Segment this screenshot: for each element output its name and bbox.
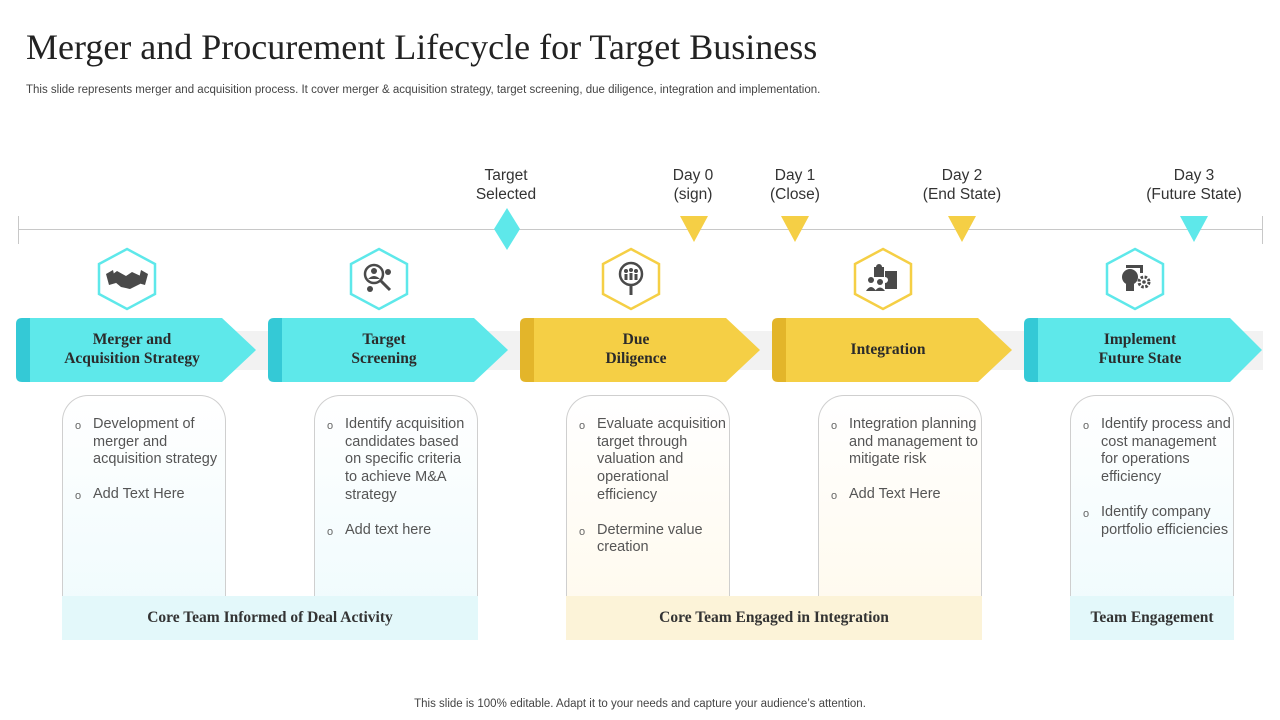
stage-label: Integration [850, 340, 926, 358]
stage-label: Merger and Acquisition Strategy [64, 331, 200, 367]
list-item: o Add text here [327, 522, 475, 540]
milestone-line2: (Close) [770, 186, 820, 203]
triangle-marker-icon [680, 216, 708, 242]
milestone-line1: Day 1 [774, 167, 816, 184]
list-item: o Development of merger and acquisition s… [75, 416, 223, 469]
list-item: o Identify company portfolio efficiencies [1083, 504, 1231, 539]
milestone-line1: Day 2 [941, 167, 983, 184]
bullet-text: Integration planning and management to m… [849, 416, 978, 468]
stage-card-implement-future-state: o Identify process and cost management fo… [1070, 395, 1234, 610]
stage-label: Due Diligence [605, 331, 667, 367]
triangle-marker-icon [1180, 216, 1208, 242]
list-item: o Integration planning and management to … [831, 416, 979, 469]
people-search-icon [348, 247, 410, 311]
bullet-text: Add text here [345, 521, 432, 538]
diamond-marker-icon [494, 208, 520, 250]
bullet-icon: o [831, 490, 838, 503]
bullet-text: Add Text Here [93, 486, 185, 503]
milestone-day-3: Day 3 (Future State) [1134, 166, 1254, 204]
bullet-icon: o [327, 525, 334, 538]
puzzle-team-icon [852, 247, 914, 311]
milestone-line1: Target [484, 167, 528, 184]
list-item: o Add Text Here [831, 486, 979, 504]
team-bar-deal-activity: Core Team Informed of Deal Activity [62, 596, 478, 640]
bullet-text: Evaluate acquisition target through valu… [597, 416, 726, 503]
milestone-day-1: Day 1 (Close) [735, 166, 855, 204]
bullet-icon: o [579, 525, 586, 538]
triangle-marker-icon [948, 216, 976, 242]
stage-card-merger-strategy: o Development of merger and acquisition s… [62, 395, 226, 610]
milestone-day-2: Day 2 (End State) [902, 166, 1022, 204]
lightbulb-gear-icon [1104, 247, 1166, 311]
stage-due-diligence: Due Diligence [520, 316, 760, 386]
stage-card-target-screening: o Identify acquisition candidates based o… [314, 395, 478, 610]
team-bar-engagement: Team Engagement [1070, 596, 1234, 640]
team-bar-integration: Core Team Engaged in Integration [566, 596, 982, 640]
bullet-icon: o [1083, 507, 1090, 520]
bullet-icon: o [579, 420, 586, 432]
list-item: o Determine value creation [579, 522, 727, 557]
page-title: Merger and Procurement Lifecycle for Tar… [26, 27, 818, 67]
milestone-line2: (End State) [922, 186, 1002, 203]
stage-integration: Integration [772, 316, 1012, 386]
list-item: o Add Text Here [75, 486, 223, 504]
page-subtitle: This slide represents merger and acquisi… [26, 84, 821, 96]
magnifier-people-icon [600, 247, 662, 311]
milestone-line2: (sign) [673, 186, 713, 203]
milestone-line2: (Future State) [1146, 186, 1242, 203]
list-item: o Identify acquisition candidates based o… [327, 416, 475, 505]
handshake-icon [96, 247, 158, 311]
timeline-end-tick [1262, 216, 1263, 244]
milestone-line1: Day 3 [1173, 167, 1215, 184]
bullet-text: Determine value creation [597, 521, 703, 556]
triangle-marker-icon [781, 216, 809, 242]
timeline-start-tick [18, 216, 19, 244]
stage-merger-strategy: Merger and Acquisition Strategy [16, 316, 256, 386]
bullet-text: Development of merger and acquisition st… [93, 416, 218, 468]
stage-label: Implement Future State [1098, 331, 1182, 367]
stage-card-integration: o Integration planning and management to … [818, 395, 982, 610]
bullet-icon: o [75, 420, 82, 432]
bullet-text: Add Text Here [849, 486, 941, 503]
stage-card-due-diligence: o Evaluate acquisition target through val… [566, 395, 730, 610]
milestone-target-selected: Target Selected [446, 166, 566, 204]
stage-target-screening: Target Screening [268, 316, 508, 386]
bullet-icon: o [327, 420, 334, 432]
milestone-day-0: Day 0 (sign) [633, 166, 753, 204]
bullet-icon: o [831, 420, 838, 432]
bullet-text: Identify company portfolio efficiencies [1101, 503, 1229, 538]
stage-label: Target Screening [351, 331, 417, 367]
bullet-icon: o [75, 490, 82, 503]
list-item: o Identify process and cost management fo… [1083, 416, 1231, 487]
bullet-icon: o [1083, 420, 1090, 432]
bullet-text: Identify process and cost management for… [1101, 416, 1231, 486]
milestone-line1: Day 0 [672, 167, 714, 184]
footer-note: This slide is 100% editable. Adapt it to… [414, 698, 866, 710]
stage-implement-future-state: Implement Future State [1024, 316, 1264, 386]
bullet-text: Identify acquisition candidates based on… [345, 416, 465, 503]
list-item: o Evaluate acquisition target through val… [579, 416, 727, 505]
timeline-line [18, 229, 1263, 230]
milestone-line2: Selected [475, 186, 537, 203]
